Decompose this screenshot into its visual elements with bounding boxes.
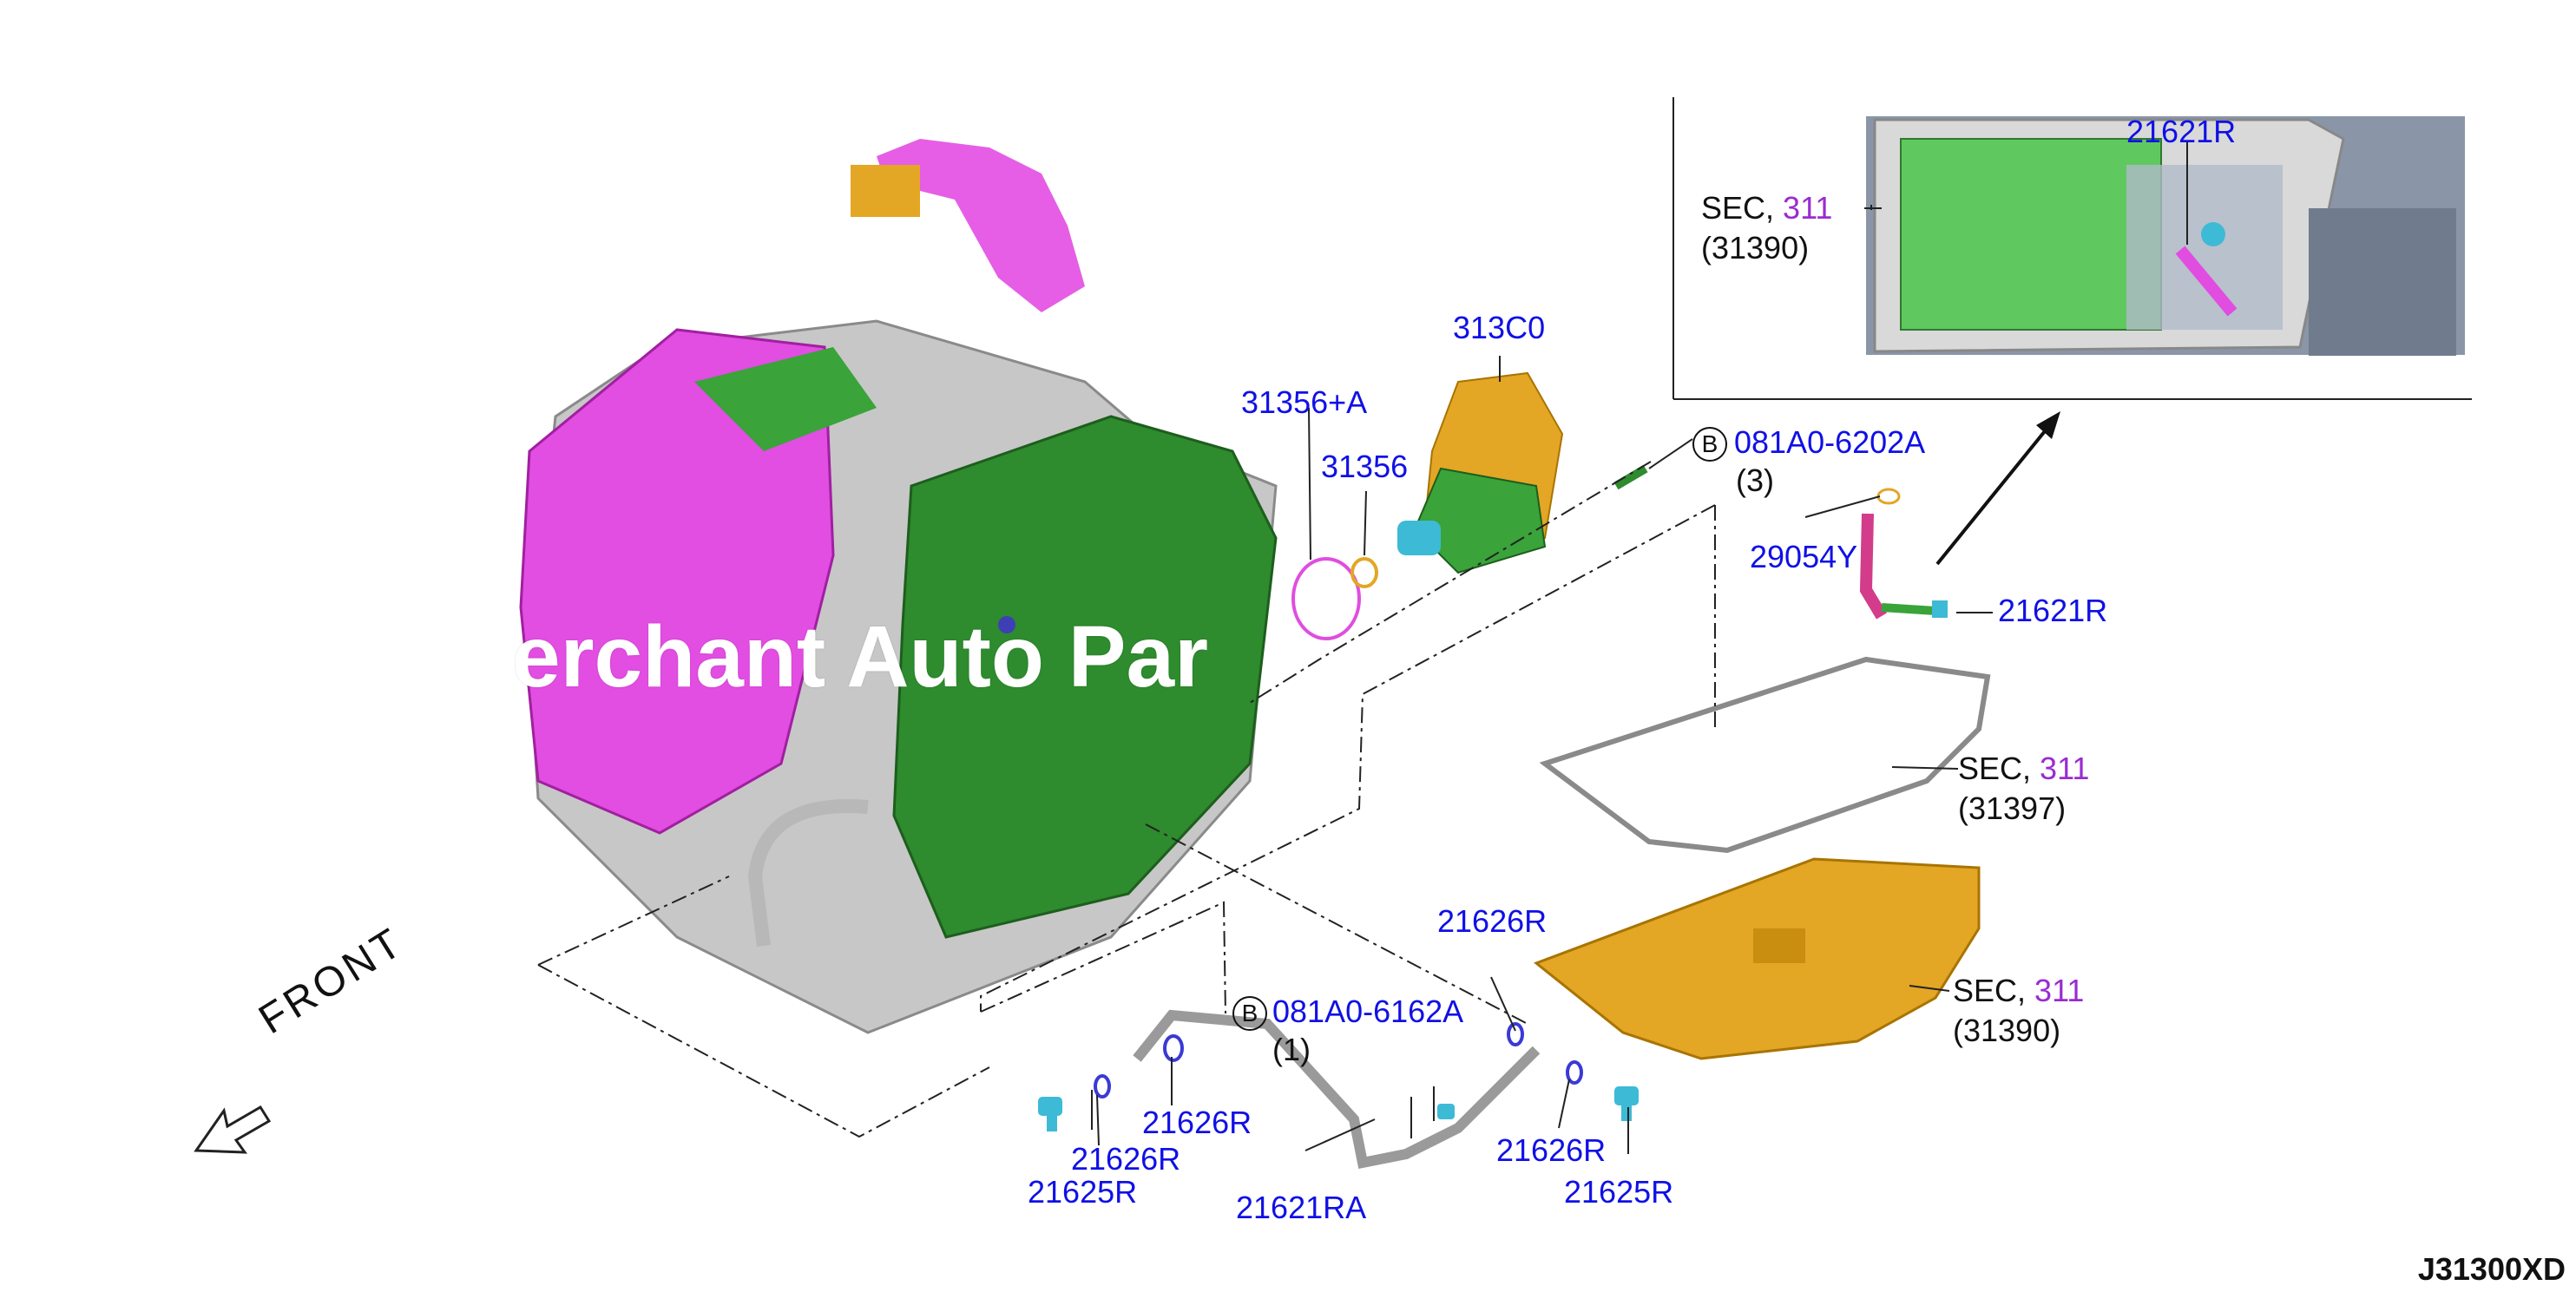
solenoid-part — [1397, 371, 1564, 574]
leader-lines — [1091, 141, 2188, 1154]
label-31356: 31356 — [1321, 449, 1409, 484]
label-bolt-top-qty: (3) — [1736, 462, 1774, 498]
sec-number-link[interactable]: 311 — [2034, 973, 2085, 1008]
inset-pointer-arrow — [1935, 411, 2060, 566]
circle-b-icon: B — [1692, 427, 1727, 462]
label-21626r-right: 21626R — [1496, 1132, 1607, 1168]
sec-number-link[interactable]: 311 — [1783, 190, 1833, 226]
label-sec-gasket: SEC, 311 — [1958, 751, 2089, 786]
lower-oil-pipe — [1133, 1009, 1541, 1170]
front-direction-icon — [194, 1105, 272, 1154]
label-sec-inset-ref: (31390) — [1701, 230, 1810, 266]
cooler-tube — [1859, 488, 1948, 620]
sec-prefix: SEC, — [1701, 190, 1775, 226]
bolt-top — [1613, 464, 1648, 490]
label-313c0: 313C0 — [1453, 310, 1546, 345]
label-21626r-left2: 21626R — [1071, 1141, 1181, 1177]
label-bolt-bottom-qty: (1) — [1272, 1032, 1311, 1067]
label-bolt-top: 081A0-6202A — [1734, 424, 1926, 460]
oil-pan — [1534, 857, 1981, 1060]
o-rings-top — [1291, 557, 1378, 640]
label-sec-pan: SEC, 311 — [1953, 974, 2084, 1008]
label-21626r-top: 21626R — [1437, 903, 1548, 939]
label-21625r-left: 21625R — [1028, 1174, 1138, 1210]
label-21621ra: 21621RA — [1236, 1190, 1367, 1225]
transmission-assembly — [519, 139, 1278, 1034]
inset-valve-body — [1866, 116, 2465, 356]
label-21621r-mid: 21621R — [1998, 593, 2108, 628]
label-21621r-inset: 21621R — [2126, 114, 2237, 149]
lower-seals — [1094, 1022, 1583, 1099]
label-sec-inset: SEC, 311 — [1701, 191, 1832, 226]
label-21626r-left: 21626R — [1142, 1105, 1252, 1140]
sec-prefix: SEC, — [1953, 973, 2027, 1008]
sec-prefix: SEC, — [1958, 751, 2032, 786]
inset-frame — [1672, 97, 2472, 400]
watermark: erchant Auto Par — [512, 608, 1209, 705]
label-sec-gasket-ref: (31397) — [1958, 790, 2067, 826]
label-bolt-bottom: 081A0-6162A — [1272, 994, 1464, 1029]
diagram-id: J31300XD — [2417, 1251, 2566, 1287]
label-21625r-right: 21625R — [1564, 1174, 1674, 1210]
label-29054y: 29054Y — [1750, 539, 1858, 574]
sec-number-link[interactable]: 311 — [2040, 751, 2090, 786]
lower-bolts — [1038, 1086, 1639, 1131]
assembly-guide-lines — [537, 461, 1716, 1138]
circle-b-icon: B — [1232, 996, 1267, 1032]
label-sec-pan-ref: (31390) — [1953, 1013, 2061, 1048]
label-31356a: 31356+A — [1241, 384, 1368, 420]
oil-pan-gasket — [1539, 656, 1991, 854]
label-bolt-bottom-circle: B — [1232, 994, 1274, 1032]
label-bolt-top-circle: B — [1692, 425, 1734, 462]
